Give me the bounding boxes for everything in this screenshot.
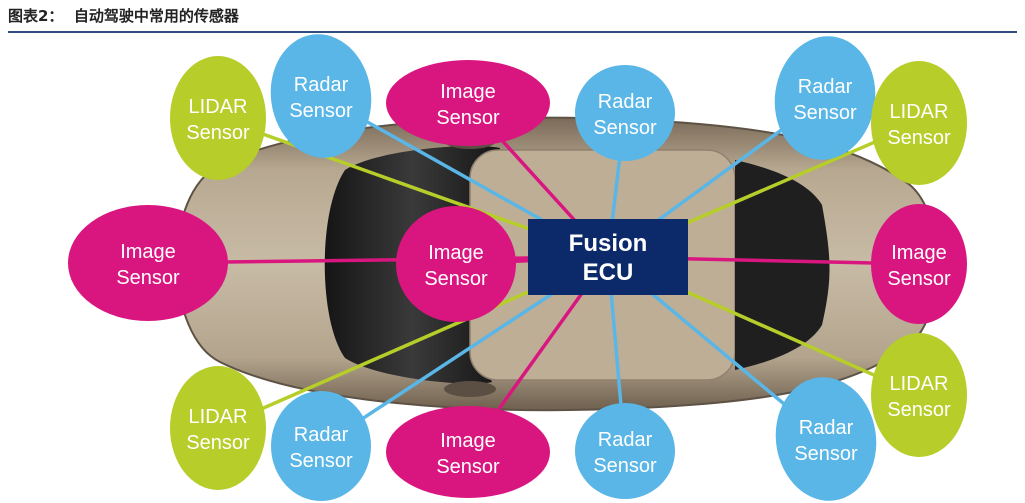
- sensor-label-image-center-1: Image: [428, 242, 484, 264]
- sensor-node-lidar-rear-right: LIDAR Sensor: [871, 333, 967, 457]
- sensor-label-image-left-2: Sensor: [116, 267, 180, 289]
- sensor-label-radar-front-center-1: Radar: [598, 91, 653, 113]
- sensor-label-radar-rear-center-2: Sensor: [593, 455, 657, 477]
- sensor-label-lidar-rear-left-2: Sensor: [186, 432, 250, 454]
- car-right-mirror: [444, 381, 496, 397]
- sensor-ellipse-lidar-rear-left: [170, 366, 266, 490]
- sensor-label-radar-front-left-2: Sensor: [289, 100, 353, 122]
- sensor-ellipse-image-rear: [386, 406, 550, 498]
- sensor-label-image-rear-2: Sensor: [436, 456, 500, 478]
- sensor-label-lidar-rear-left-1: LIDAR: [189, 406, 248, 428]
- sensor-label-radar-rear-right-2: Sensor: [794, 443, 858, 465]
- sensor-label-radar-rear-left-2: Sensor: [289, 450, 353, 472]
- sensor-label-radar-front-right-1: Radar: [798, 76, 853, 98]
- sensor-label-image-right-1: Image: [891, 242, 947, 264]
- fusion-ecu-box: [528, 219, 688, 295]
- sensor-ellipse-radar-rear-left: [271, 391, 371, 501]
- sensor-ellipse-radar-front-left: [270, 34, 372, 158]
- sensor-ellipse-radar-rear-right: [775, 377, 877, 501]
- sensor-label-image-front-1: Image: [440, 81, 496, 103]
- sensor-ellipse-lidar-front-right: [871, 61, 967, 185]
- sensor-node-lidar-front-left: LIDAR Sensor: [170, 56, 266, 180]
- sensor-label-lidar-front-right-2: Sensor: [887, 127, 951, 149]
- sensor-label-lidar-front-left-2: Sensor: [186, 122, 250, 144]
- sensor-ellipse-radar-front-center: [575, 65, 675, 161]
- figure-caption: 图表2： 自动驾驶中常用的传感器: [8, 3, 239, 29]
- sensor-ellipse-image-left: [68, 205, 228, 321]
- sensor-label-radar-rear-left-1: Radar: [294, 424, 349, 446]
- sensor-nodes: LIDARSensorRadarSensorImageSensorRadarSe…: [68, 34, 967, 501]
- sensor-label-lidar-front-left-1: LIDAR: [189, 96, 248, 118]
- sensor-ellipse-image-front: [386, 60, 550, 146]
- sensor-node-lidar-front-right: LIDAR Sensor: [871, 61, 967, 185]
- sensor-label-lidar-rear-right-1: LIDAR: [890, 373, 949, 395]
- car-rear-window: [735, 160, 830, 370]
- sensor-label-image-front-2: Sensor: [436, 107, 500, 129]
- sensor-ellipse-lidar-front-left: [170, 56, 266, 180]
- sensor-label-image-rear-1: Image: [440, 430, 496, 452]
- sensor-label-radar-rear-center-1: Radar: [598, 429, 653, 451]
- sensor-label-lidar-front-right-1: LIDAR: [890, 101, 949, 123]
- sensor-ellipse-radar-rear-center: [575, 403, 675, 499]
- fusion-ecu: Fusion ECU: [528, 219, 688, 295]
- sensor-label-radar-rear-right-1: Radar: [799, 417, 854, 439]
- figure-title: 自动驾驶中常用的传感器: [73, 7, 239, 25]
- sensor-label-radar-front-center-2: Sensor: [593, 117, 657, 139]
- sensor-label-radar-front-right-2: Sensor: [793, 102, 857, 124]
- sensor-ellipse-lidar-rear-right: [871, 333, 967, 457]
- figure-label: 图表2：: [8, 7, 64, 25]
- sensor-label-image-left-1: Image: [120, 241, 176, 263]
- sensor-label-radar-front-left-1: Radar: [294, 74, 349, 96]
- fusion-ecu-line2: ECU: [583, 259, 634, 286]
- sensor-label-lidar-rear-right-2: Sensor: [887, 399, 951, 421]
- caption-rule: [8, 31, 1017, 33]
- sensor-label-image-center-2: Sensor: [424, 268, 488, 290]
- sensor-label-image-right-2: Sensor: [887, 268, 951, 290]
- sensor-ellipse-image-right: [871, 204, 967, 324]
- sensor-node-lidar-rear-left: LIDAR Sensor: [170, 366, 266, 490]
- sensor-ellipse-image-center: [396, 206, 516, 322]
- fusion-ecu-line1: Fusion: [569, 230, 648, 257]
- sensor-ellipse-radar-front-right: [774, 36, 876, 160]
